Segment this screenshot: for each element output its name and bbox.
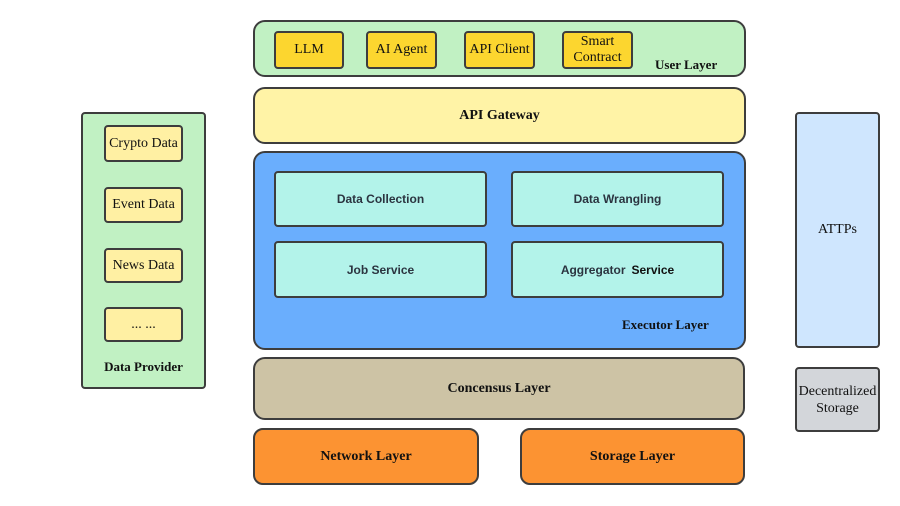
api-gateway-label: API Gateway: [459, 107, 540, 123]
service-aggregator-service: Aggregator Service: [511, 241, 724, 298]
service-data-collection: Data Collection: [274, 171, 487, 227]
user-layer-label: User Layer: [655, 57, 718, 72]
data-provider-item-label: Crypto Data: [109, 135, 178, 151]
storage-layer: Storage Layer: [520, 428, 745, 485]
user-layer-item-ai-agent: AI Agent: [366, 31, 437, 69]
service-label-extra: Service: [631, 262, 675, 277]
data-provider-item-more: ... ...: [104, 307, 183, 342]
user-layer-item-label: Smart Contract: [573, 34, 622, 65]
data-provider-label: Data Provider: [104, 359, 183, 374]
user-layer-item-label: AI Agent: [375, 42, 428, 57]
attps: ATTPs: [795, 112, 880, 348]
network-layer-label: Network Layer: [320, 448, 412, 464]
user-layer-item-label: API Client: [469, 42, 530, 57]
user-layer-item-label: LLM: [294, 42, 324, 57]
data-provider-item-label: News Data: [112, 257, 175, 273]
service-label: Aggregator: [560, 262, 626, 277]
service-job-service: Job Service: [274, 241, 487, 298]
user-layer-item-api-client: API Client: [464, 31, 535, 69]
consensus-layer-label: Concensus Layer: [447, 380, 551, 396]
data-provider-item-label: ... ...: [131, 316, 156, 332]
decentralized-storage: Decentralized Storage: [795, 367, 880, 432]
storage-layer-label: Storage Layer: [589, 448, 676, 464]
data-provider-item-crypto-data: Crypto Data: [104, 125, 183, 162]
attps-label: ATTPs: [818, 222, 857, 237]
data-provider-item-event-data: Event Data: [104, 187, 183, 223]
api-gateway: API Gateway: [253, 87, 746, 144]
data-provider-item-label: Event Data: [112, 197, 175, 212]
data-provider-item-news-data: News Data: [104, 248, 183, 283]
service-label: Data Collection: [336, 192, 425, 206]
network-layer: Network Layer: [253, 428, 479, 485]
service-label: Job Service: [346, 262, 415, 277]
service-label: Data Wrangling: [573, 192, 662, 206]
service-data-wrangling: Data Wrangling: [511, 171, 724, 227]
decentralized-storage-label: Decentralized Storage: [798, 383, 877, 416]
executor-layer-label: Executor Layer: [622, 317, 709, 332]
consensus-layer: Concensus Layer: [253, 357, 745, 420]
user-layer-item-smart-contract: Smart Contract: [562, 31, 633, 69]
user-layer-item-llm: LLM: [274, 31, 344, 69]
